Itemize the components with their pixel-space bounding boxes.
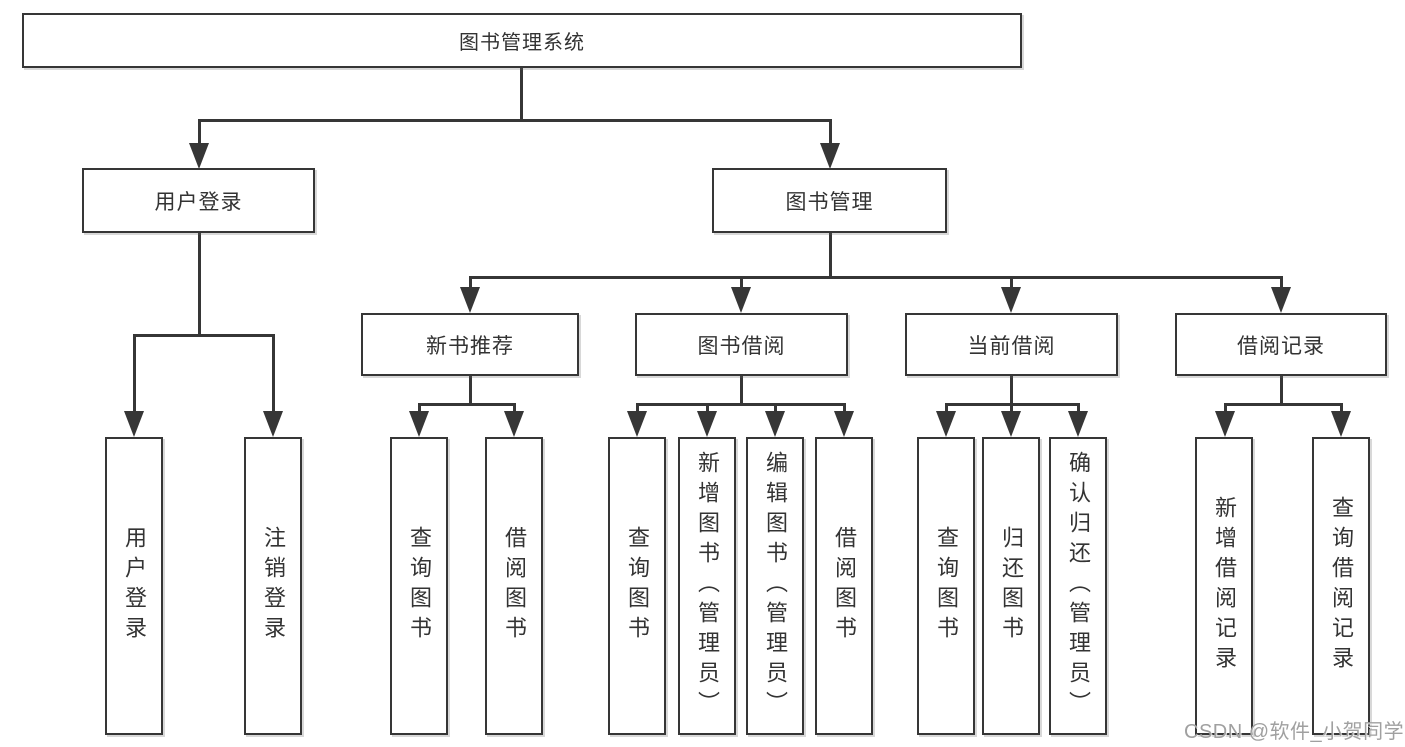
leaf-label: 归还图书 [999, 526, 1024, 646]
arrow-down-icon [820, 143, 840, 169]
watermark: CSDN @软件_小贺同学 [1184, 721, 1405, 743]
connector-line [1340, 403, 1343, 413]
node-label: 图书借阅 [697, 334, 786, 358]
node-label: 图书管理 [785, 190, 874, 214]
node-book-management: 图书管理 [712, 168, 947, 233]
connector-line [1010, 376, 1013, 405]
arrow-down-icon [1271, 287, 1291, 313]
leaf-label: 注销登录 [261, 526, 286, 646]
connector-line [1280, 276, 1283, 289]
connector-line [133, 334, 275, 337]
leaf-label: 编辑图书（管理员） [763, 451, 788, 721]
arrow-down-icon [834, 411, 854, 437]
leaf-logout: 注销登录 [244, 437, 302, 735]
connector-line [1224, 403, 1343, 406]
leaf-borrow-book-recommend: 借阅图书 [485, 437, 543, 735]
connector-line [1010, 276, 1013, 289]
connector-line [1010, 403, 1013, 413]
connector-line [636, 403, 639, 413]
leaf-query-book-recommend: 查询图书 [390, 437, 448, 735]
connector-line [418, 403, 421, 413]
arrow-down-icon [124, 411, 144, 437]
connector-line [843, 403, 846, 413]
leaf-query-book-current: 查询图书 [917, 437, 975, 735]
connector-line [945, 403, 1080, 406]
leaf-label: 借阅图书 [832, 526, 857, 646]
connector-line [469, 276, 472, 289]
leaf-user-login: 用户登录 [105, 437, 163, 735]
connector-line [740, 376, 743, 405]
node-book-borrowing: 图书借阅 [635, 313, 848, 376]
connector-line [829, 233, 832, 278]
connector-line [1077, 403, 1080, 413]
leaf-borrow-book: 借阅图书 [815, 437, 873, 735]
arrow-down-icon [409, 411, 429, 437]
node-current-borrowing: 当前借阅 [905, 313, 1118, 376]
connector-line [1280, 376, 1283, 405]
leaf-confirm-return-admin: 确认归还（管理员） [1049, 437, 1107, 735]
node-label: 图书管理系统 [459, 32, 585, 54]
arrow-down-icon [1068, 411, 1088, 437]
connector-line [198, 233, 201, 336]
arrow-down-icon [936, 411, 956, 437]
connector-line [1224, 403, 1227, 413]
node-label: 新书推荐 [426, 334, 514, 358]
arrow-down-icon [1331, 411, 1351, 437]
leaf-query-book-borrow: 查询图书 [608, 437, 666, 735]
arrow-down-icon [1001, 287, 1021, 313]
arrow-down-icon [1215, 411, 1235, 437]
node-label: 用户登录 [154, 190, 243, 214]
arrow-down-icon [627, 411, 647, 437]
leaf-label: 新增图书（管理员） [695, 451, 720, 721]
arrow-down-icon [189, 143, 209, 169]
leaf-query-borrow-record: 查询借阅记录 [1312, 437, 1370, 735]
connector-line [272, 334, 275, 411]
arrow-down-icon [263, 411, 283, 437]
connector-line [469, 376, 472, 405]
leaf-label: 确认归还（管理员） [1066, 451, 1091, 721]
leaf-return-book: 归还图书 [982, 437, 1040, 735]
leaf-label: 用户登录 [122, 526, 147, 646]
leaf-add-borrow-record: 新增借阅记录 [1195, 437, 1253, 735]
connector-line [198, 119, 831, 122]
connector-line [740, 276, 743, 289]
leaf-label: 查询图书 [407, 526, 432, 646]
leaf-add-book-admin: 新增图书（管理员） [678, 437, 736, 735]
connector-line [198, 119, 201, 145]
leaf-edit-book-admin: 编辑图书（管理员） [746, 437, 804, 735]
connector-line [636, 403, 846, 406]
node-label: 当前借阅 [967, 334, 1056, 358]
arrow-down-icon [504, 411, 524, 437]
connector-line [133, 334, 136, 411]
arrow-down-icon [1001, 411, 1021, 437]
connector-line [469, 276, 1282, 279]
arrow-down-icon [697, 411, 717, 437]
arrow-down-icon [460, 287, 480, 313]
arrow-down-icon [731, 287, 751, 313]
arrow-down-icon [765, 411, 785, 437]
leaf-label: 新增借阅记录 [1212, 496, 1237, 676]
connector-line [418, 403, 516, 406]
node-label: 借阅记录 [1237, 334, 1325, 358]
node-new-book-recommend: 新书推荐 [361, 313, 579, 376]
leaf-label: 查询图书 [934, 526, 959, 646]
connector-line [706, 403, 709, 413]
leaf-label: 查询图书 [625, 526, 650, 646]
connector-line [774, 403, 777, 413]
connector-line [513, 403, 516, 413]
leaf-label: 借阅图书 [502, 526, 527, 646]
node-library-management-system: 图书管理系统 [22, 13, 1022, 68]
node-user-login: 用户登录 [82, 168, 315, 233]
connector-line [945, 403, 948, 413]
leaf-label: 查询借阅记录 [1329, 496, 1354, 676]
connector-line [829, 119, 832, 145]
node-borrow-records: 借阅记录 [1175, 313, 1387, 376]
connector-line [520, 68, 523, 121]
